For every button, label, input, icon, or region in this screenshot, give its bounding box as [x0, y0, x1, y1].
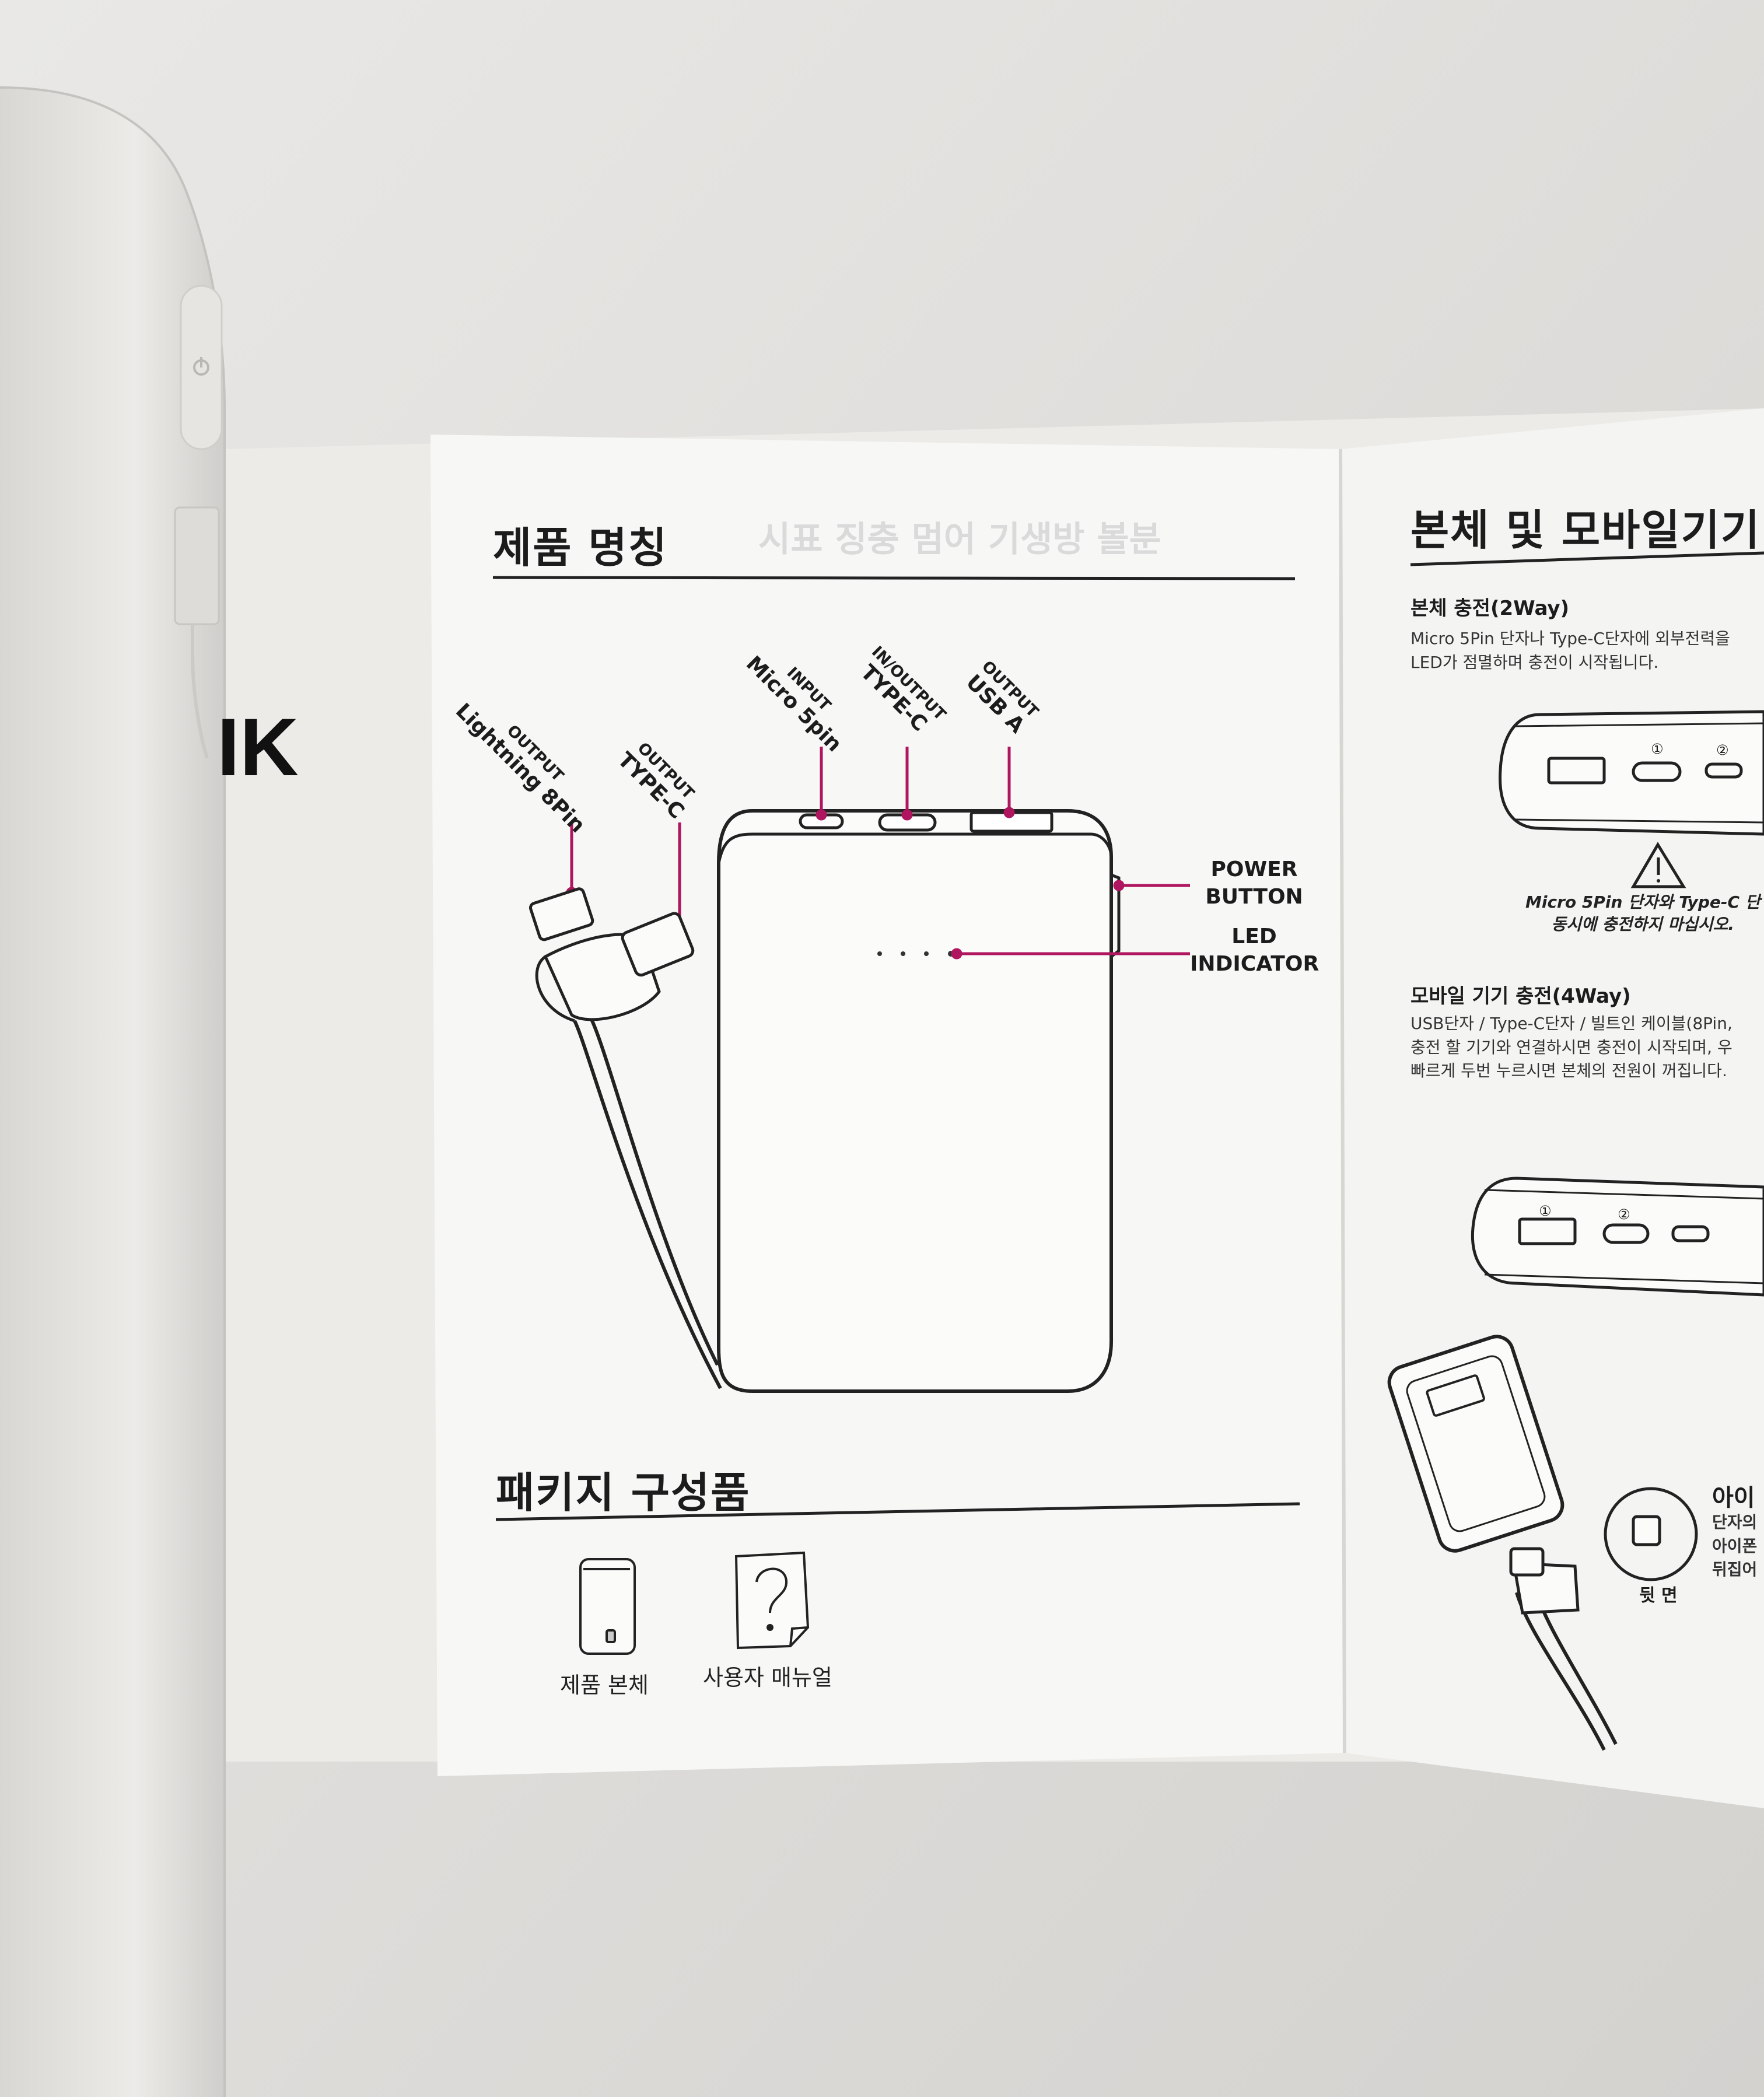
diagram-cable-connector — [528, 887, 722, 1389]
product-names-title: 제품 명칭 — [493, 523, 668, 572]
section-mobile-charging-text: USB단자 / Type-C단자 / 빌트인 케이블(8Pin, 충전 할 기기… — [1410, 1014, 1732, 1081]
package-contents-title: 패키지 구성품 — [496, 1468, 751, 1517]
power-bank-icon — [579, 1558, 636, 1655]
right-panel-title: 본체 및 모바일기기 — [1410, 506, 1761, 555]
brand-fragment: IK — [217, 701, 299, 793]
side-note-title: 아이 — [1712, 1485, 1755, 1511]
phone-diagram — [1387, 1335, 1564, 1553]
svg-text:시표 징충 멈어 기생방 볼분: 시표 징충 멈어 기생방 볼분 — [758, 519, 1161, 560]
port-number-top-2: ② — [1716, 742, 1729, 758]
charging-warning: Micro 5Pin 단자와 Type-C 단 동시에 충전하지 마십시오. — [1525, 892, 1760, 934]
diagram-power-bank — [717, 809, 1113, 1393]
side-note-text: 단자의 아이폰 뒤집어 — [1712, 1513, 1758, 1580]
port-number-top-1: ① — [1651, 741, 1664, 757]
port-number-bottom-2: ② — [1618, 1206, 1630, 1223]
power-bank-product — [0, 87, 225, 2097]
back-side-label: 뒷 면 — [1639, 1585, 1678, 1606]
port-number-bottom-1: ① — [1539, 1203, 1552, 1219]
question-manual-icon — [734, 1551, 810, 1650]
label-led-indicator: LED INDICATOR — [1190, 925, 1320, 976]
package-item-body-label: 제품 본체 — [560, 1672, 649, 1698]
label-power-button: POWER BUTTON — [1205, 857, 1303, 909]
section-body-charging-text: Micro 5Pin 단자나 Type-C단자에 외부전력을 LED가 점멸하며… — [1410, 629, 1730, 672]
section-mobile-charging-title: 모바일 기기 충전(4Way) — [1410, 985, 1631, 1008]
section-body-charging-title: 본체 충전(2Way) — [1410, 597, 1570, 620]
package-item-manual-label: 사용자 매뉴얼 — [703, 1665, 832, 1690]
